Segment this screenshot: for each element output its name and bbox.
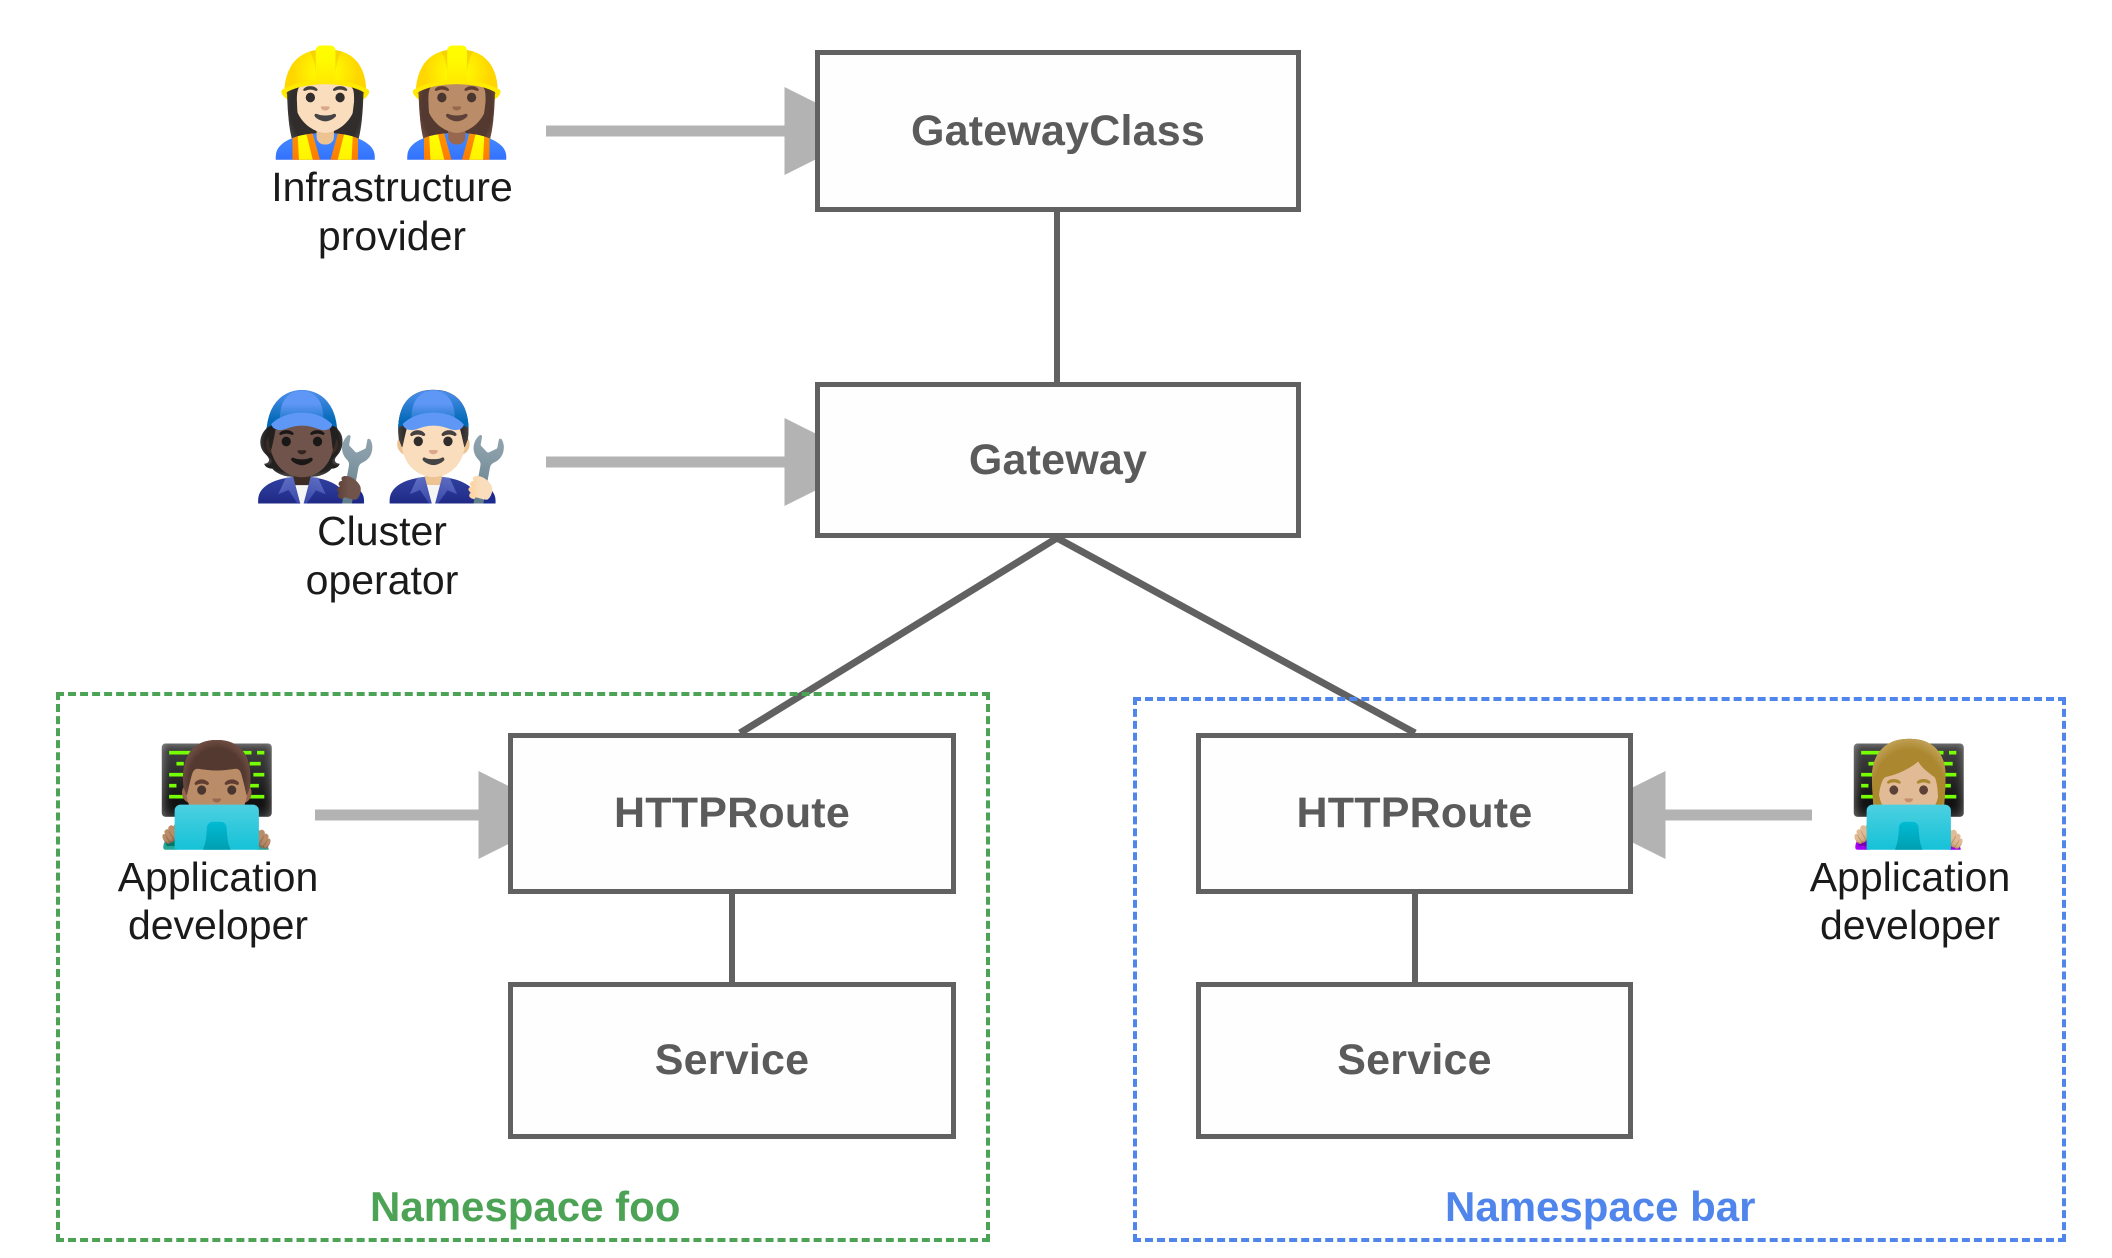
namespace-container-bar <box>1133 697 2066 1242</box>
resource-box-httproute-bar[interactable]: HTTPRoute <box>1196 733 1633 894</box>
persona-cluster-operator: 🧑🏿‍🔧👨🏻‍🔧 Cluster operator <box>251 391 512 604</box>
construction-worker-pair-icon: 👷🏻‍♀️👷🏽‍♀️ <box>260 41 524 163</box>
persona-label-application-developer-foo: Application developer <box>117 854 319 949</box>
namespace-label-bar: Namespace bar <box>1445 1183 1756 1230</box>
persona-infrastructure-provider: 👷🏻‍♀️👷🏽‍♀️ Infrastructure provider <box>260 41 524 260</box>
woman-technologist-icon: 👩🏼‍💻 <box>1846 736 1974 853</box>
resource-label-gateway: Gateway <box>968 435 1148 484</box>
namespace-label-foo: Namespace foo <box>370 1183 681 1230</box>
resource-box-httproute-foo[interactable]: HTTPRoute <box>508 733 956 894</box>
persona-label-cluster-operator: Cluster operator <box>305 508 459 603</box>
persona-label-infrastructure-provider: Infrastructure provider <box>271 164 513 259</box>
resource-box-gateway[interactable]: Gateway <box>815 382 1301 538</box>
namespace-container-foo <box>56 692 990 1242</box>
resource-box-service-foo[interactable]: Service <box>508 982 956 1139</box>
resource-label-httproute-foo: HTTPRoute <box>614 789 850 837</box>
persona-label-application-developer-bar: Application developer <box>1809 854 2011 949</box>
resource-label-service-bar: Service <box>1337 1036 1492 1084</box>
persona-application-developer-foo: 👨🏽‍💻 Application developer <box>108 742 328 950</box>
resource-label-service-foo: Service <box>654 1036 810 1084</box>
mechanic-pair-icon: 🧑🏿‍🔧👨🏻‍🔧 <box>250 385 514 507</box>
resource-label-gatewayclass: GatewayClass <box>910 106 1205 155</box>
resource-label-httproute-bar: HTTPRoute <box>1296 789 1533 837</box>
resource-box-service-bar[interactable]: Service <box>1196 982 1633 1139</box>
persona-application-developer-bar: 👩🏼‍💻 Application developer <box>1800 742 2020 950</box>
man-technologist-icon: 👨🏽‍💻 <box>154 736 282 853</box>
resource-box-gatewayclass[interactable]: GatewayClass <box>815 50 1301 212</box>
